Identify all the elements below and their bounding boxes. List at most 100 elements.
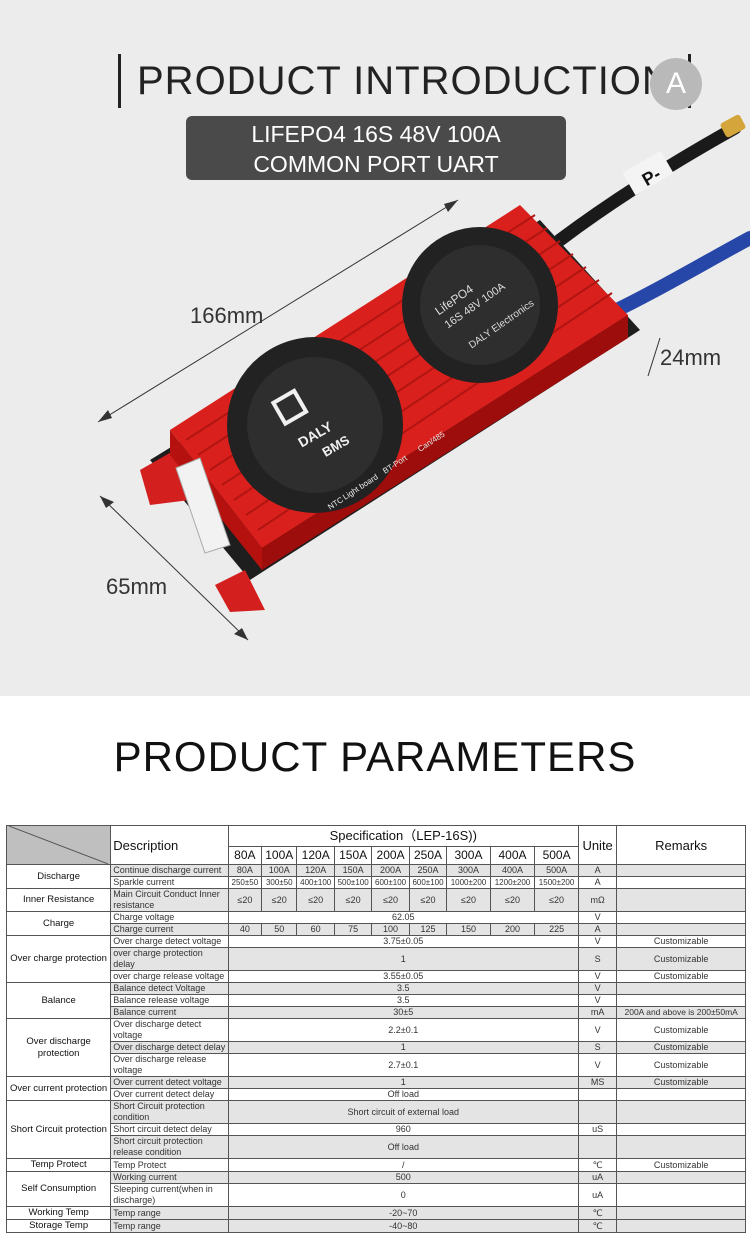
- cell-remark: [616, 1123, 746, 1136]
- cell-value: 200: [489, 923, 536, 936]
- group-over-discharge: Over discharge protection: [5, 1018, 112, 1077]
- cell-value: 1: [227, 947, 579, 971]
- housing-side: [262, 315, 628, 570]
- header-description: Description: [110, 825, 229, 865]
- header-current: 200A: [371, 845, 410, 866]
- cable-lug: [720, 114, 746, 138]
- bms-product-illustration: P- LifePO4 16S 48V 100A DALY Electronics…: [97, 114, 750, 641]
- cell-value: ≤20: [446, 888, 491, 912]
- fan-right-hub: [420, 245, 540, 365]
- table-row: Balance Balance detect Voltage 3.5 V: [5, 982, 746, 1019]
- cell-unit: V: [577, 1018, 618, 1042]
- model-line-1: LIFEPO4 16S 48V 100A: [251, 121, 501, 147]
- cell-value: 200A: [371, 864, 410, 877]
- cell-value: /: [227, 1158, 579, 1172]
- cell-value: 1: [227, 1041, 579, 1054]
- row-desc: Charge voltage: [110, 911, 229, 924]
- table-row: Balance current 30±5 mA 200A and above i…: [7, 1006, 746, 1019]
- cell-value: 250A: [408, 864, 448, 877]
- row-desc: Main Circuit Conduct Inner resistance: [110, 888, 229, 912]
- header-current: 400A: [489, 845, 536, 866]
- cell-unit: uA: [577, 1183, 618, 1207]
- cell-value: ≤20: [261, 888, 298, 912]
- blue-cable: [593, 231, 750, 325]
- table-row: Sparkle current 250±50 300±50 400±100 50…: [7, 876, 746, 889]
- cell-value: 250±50: [227, 876, 263, 889]
- model-label-box: LIFEPO4 16S 48V 100A COMMON PORT UART: [186, 116, 566, 180]
- row-desc: Sleeping current(when in discharge): [110, 1183, 229, 1207]
- cell-remark: [616, 1171, 746, 1184]
- dim-arrow-width-a: [100, 496, 114, 508]
- header-specification: Specification（LEP-16S)): [227, 825, 579, 847]
- row-desc: Balance detect Voltage: [110, 982, 229, 995]
- cell-value: 300A: [446, 864, 491, 877]
- dimension-length: 166mm: [190, 303, 264, 328]
- row-desc: Balance current: [110, 1006, 229, 1019]
- row-desc: over charge release voltage: [110, 970, 229, 983]
- cell-value: 500A: [534, 864, 579, 877]
- header-current: 150A: [333, 845, 373, 866]
- cell-unit: [577, 1088, 618, 1101]
- cell-value: 125: [408, 923, 448, 936]
- dim-arrow-width-b: [234, 628, 248, 640]
- cell-remark: Customizable: [616, 1018, 746, 1042]
- cell-value: 100: [371, 923, 410, 936]
- cell-value: 1000±200: [446, 876, 491, 889]
- dim-line-width: [99, 495, 249, 641]
- cell-unit: V: [577, 1053, 618, 1077]
- cell-remark: [616, 864, 746, 877]
- header-current: 500A: [534, 845, 579, 866]
- fan-left-hub: [247, 357, 383, 493]
- header-current: 120A: [296, 845, 335, 866]
- group-discharge: Discharge: [5, 864, 112, 889]
- table-row: Self Consumption Working current 500 uA: [5, 1171, 746, 1207]
- cell-unit: A: [577, 864, 618, 877]
- product-hero: PRODUCT INTRODUCTION A LIFEPO4 16S 48V 1…: [0, 0, 750, 696]
- cell-remark: [616, 923, 746, 936]
- port-connector: [175, 457, 231, 554]
- cell-unit: V: [577, 982, 618, 995]
- cell-unit: [577, 1135, 618, 1159]
- cell-unit: ℃: [577, 1206, 618, 1220]
- cell-value: 3.75±0.05: [227, 935, 579, 948]
- params-title: PRODUCT PARAMETERS: [113, 733, 637, 780]
- corner-diagonal-icon: [9, 826, 109, 864]
- header-row-1: Description Specification（LEP-16S)) Unit…: [5, 825, 746, 865]
- cell-value: ≤20: [296, 888, 335, 912]
- cell-value: 400±100: [296, 876, 335, 889]
- cell-value: 150: [446, 923, 491, 936]
- cell-value: 62.05: [227, 911, 579, 924]
- cell-value: 50: [261, 923, 298, 936]
- cell-value: ≤20: [534, 888, 579, 912]
- cell-value: -20~70: [227, 1206, 579, 1220]
- cell-value: -40~80: [227, 1219, 579, 1233]
- cell-value: ≤20: [408, 888, 448, 912]
- table-row: Over charge protection Over charge detec…: [5, 935, 746, 983]
- table-row: Over discharge protection Over discharge…: [5, 1018, 746, 1077]
- cell-value: Off load: [227, 1135, 579, 1159]
- cell-value: 1200±200: [489, 876, 536, 889]
- table-row: Discharge Continue discharge current 80A…: [5, 864, 746, 889]
- spec-table: Description Specification（LEP-16S)) Unit…: [5, 825, 746, 1233]
- cell-value: 600±100: [371, 876, 410, 889]
- cell-value: 80A: [227, 864, 263, 877]
- row-desc: Temp range: [110, 1219, 229, 1233]
- intro-title: PRODUCT INTRODUCTION: [118, 50, 691, 112]
- cell-unit: mΩ: [577, 888, 618, 912]
- cell-unit: mA: [577, 1006, 618, 1019]
- cell-unit: V: [577, 994, 618, 1007]
- cell-value: 3.5: [227, 982, 579, 995]
- model-line-2: COMMON PORT UART: [253, 151, 499, 177]
- table-row: Sleeping current(when in discharge) 0 uA: [7, 1183, 746, 1207]
- group-balance: Balance: [5, 982, 112, 1019]
- mount-tab-right: [215, 570, 265, 612]
- row-desc: Working current: [110, 1171, 229, 1184]
- cell-unit: V: [577, 935, 618, 948]
- cell-unit: ℃: [577, 1219, 618, 1233]
- cell-value: 30±5: [227, 1006, 579, 1019]
- table-row: Over discharge release voltage 2.7±0.1 V…: [7, 1053, 746, 1077]
- cell-unit: [577, 1100, 618, 1124]
- cell-unit: S: [577, 947, 618, 971]
- cell-remark: [616, 994, 746, 1007]
- row-desc: Balance release voltage: [110, 994, 229, 1007]
